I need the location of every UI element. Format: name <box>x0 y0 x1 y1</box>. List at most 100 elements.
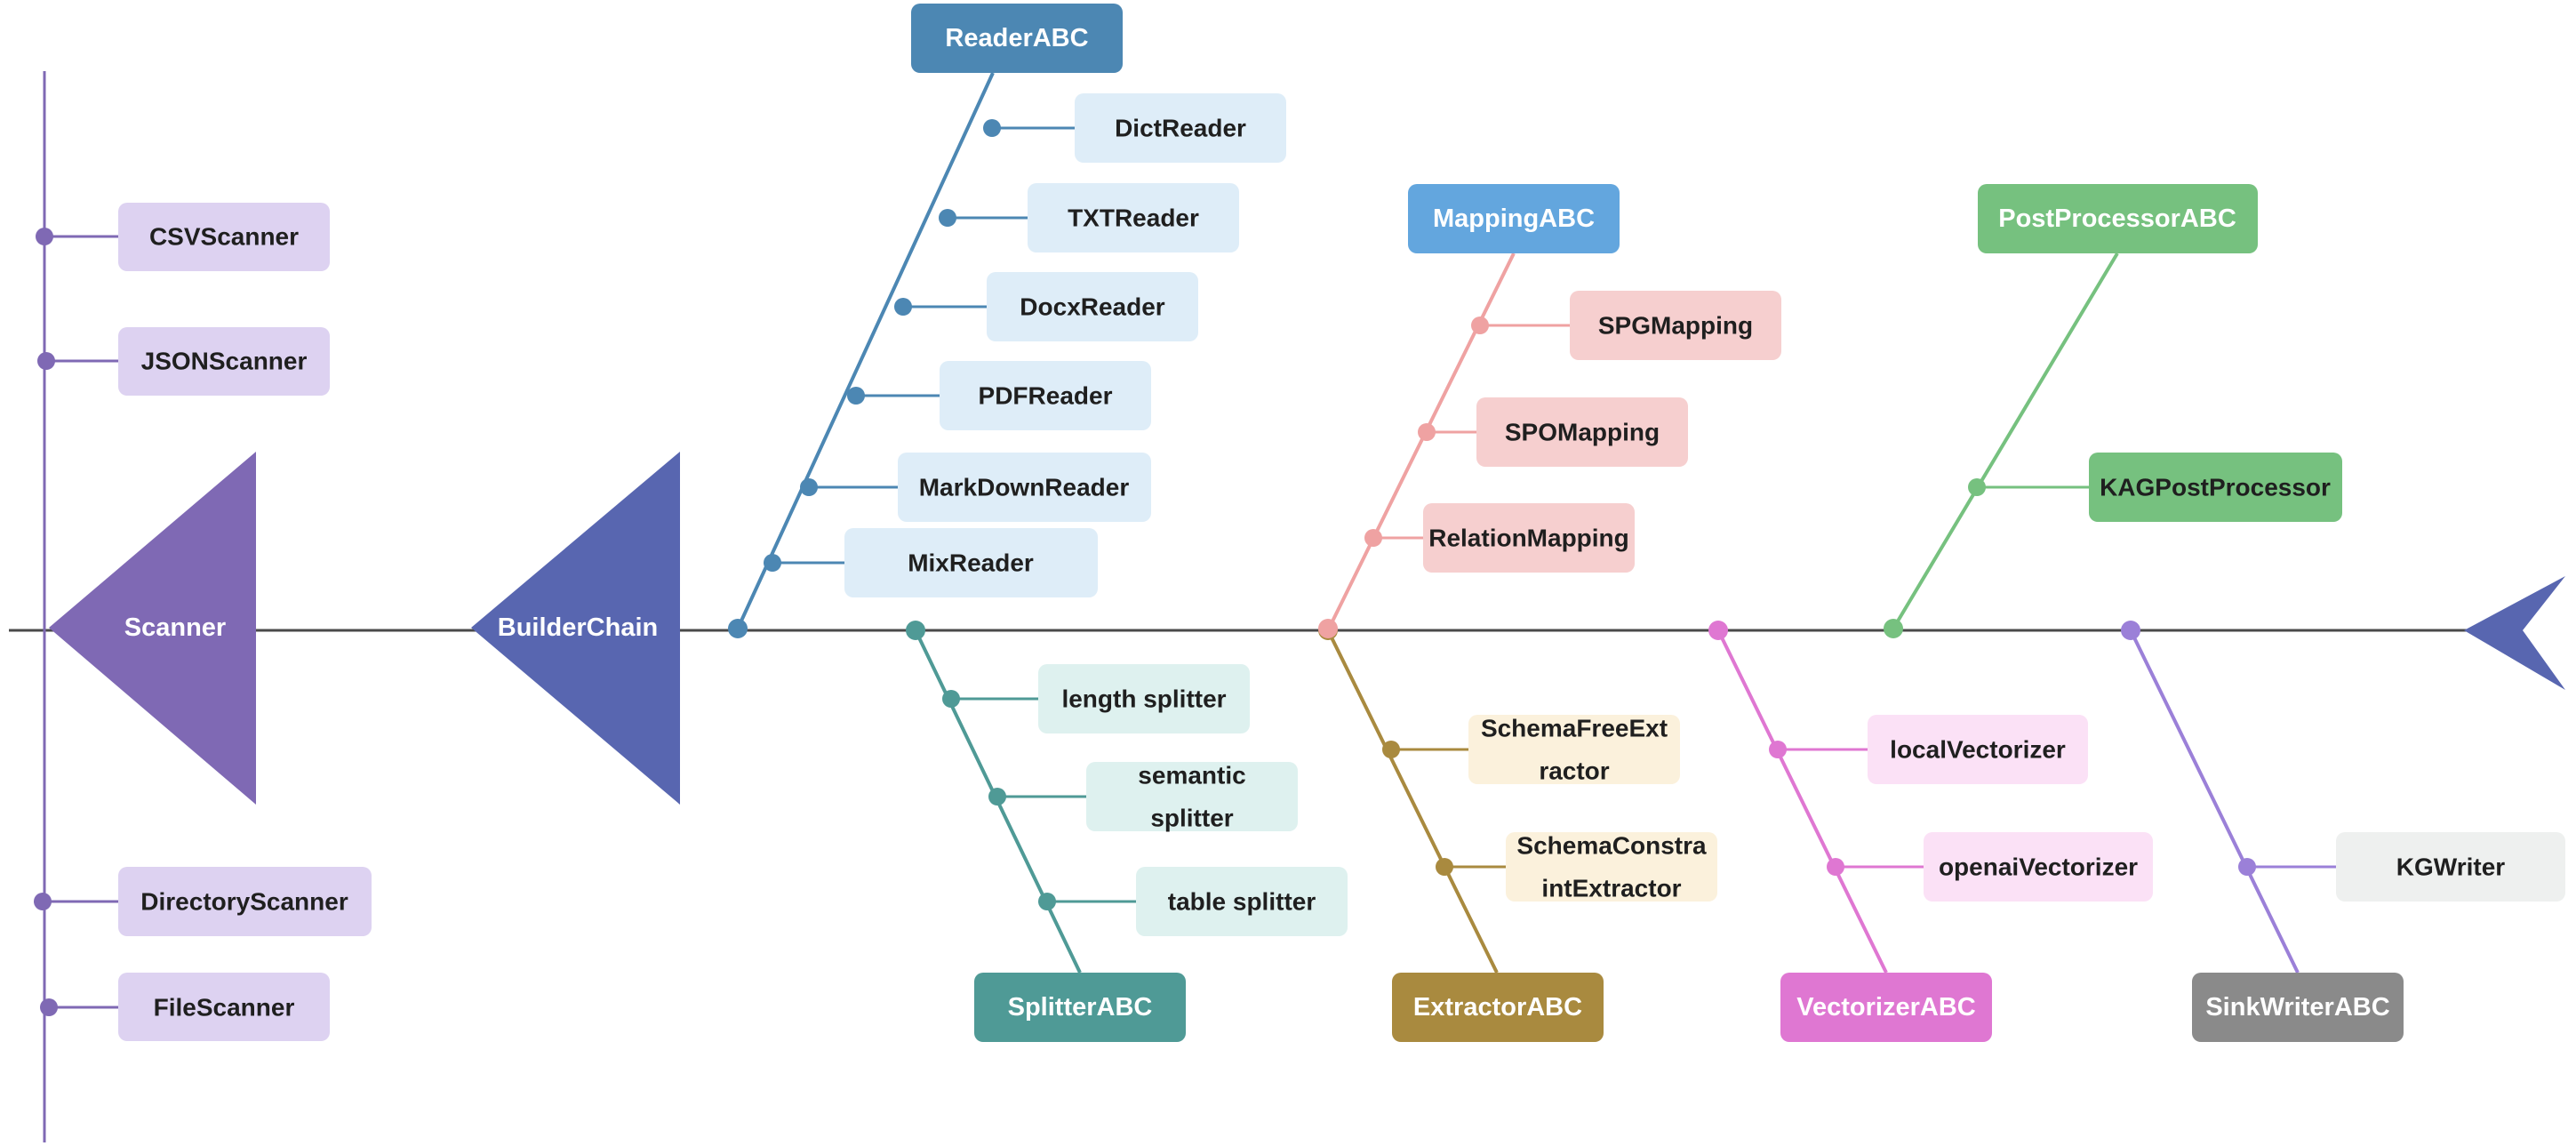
extractor-item-label: SchemaConstra <box>1516 832 1707 860</box>
post-processor-bone <box>1892 252 2119 630</box>
scanner-label: Scanner <box>124 613 226 642</box>
reader-item-label: DocxReader <box>1020 293 1165 321</box>
mapping-item-dot <box>1418 423 1436 441</box>
splitter-item[interactable]: length splitter <box>942 664 1250 733</box>
sink-writer-header[interactable]: SinkWriterABC <box>2192 973 2404 1042</box>
vectorizer-item[interactable]: localVectorizer <box>1769 715 2088 784</box>
reader-root-dot <box>728 619 748 638</box>
reader-item-dot <box>847 387 865 405</box>
extractor-item[interactable]: SchemaFreeExt ractor <box>1382 715 1680 785</box>
mapping-item[interactable]: SPGMapping <box>1471 291 1781 360</box>
mapping-header[interactable]: MappingABC <box>1408 184 1620 253</box>
reader-item-dot <box>894 298 912 316</box>
reader-item-label: MixReader <box>908 549 1034 577</box>
reader-item-label: PDFReader <box>979 382 1113 410</box>
mapping-item[interactable]: RelationMapping <box>1364 503 1635 573</box>
splitter-item-box <box>1086 762 1298 831</box>
sink-writer-header-label: SinkWriterABC <box>2205 993 2389 1022</box>
reader-item[interactable]: DictReader <box>983 93 1286 163</box>
splitter-header[interactable]: SplitterABC <box>974 973 1186 1042</box>
scanner-item[interactable]: CSVScanner <box>36 203 330 271</box>
sink-writer-item[interactable]: KGWriter <box>2238 832 2565 902</box>
reader-item-box <box>1028 183 1239 252</box>
mapping-header-box <box>1408 184 1620 253</box>
reader-header-label: ReaderABC <box>945 24 1088 52</box>
mapping-item-dot <box>1471 317 1489 334</box>
mapping-item[interactable]: SPOMapping <box>1418 397 1688 467</box>
extractor-header-label: ExtractorABC <box>1413 993 1582 1022</box>
mapping-item-dot <box>1364 529 1382 547</box>
builder-chain-label: BuilderChain <box>498 613 658 642</box>
splitter-item[interactable]: table splitter <box>1038 867 1348 936</box>
scanner-item[interactable]: FileScanner <box>40 973 330 1041</box>
scanner-item-label: DirectoryScanner <box>140 888 348 916</box>
splitter-header-label: SplitterABC <box>1008 993 1153 1022</box>
mapping-item-label: RelationMapping <box>1428 525 1629 552</box>
scanner-item[interactable]: JSONScanner <box>37 327 330 396</box>
post-processor-item[interactable]: KAGPostProcessor <box>1968 453 2342 522</box>
splitter-item-dot <box>1038 893 1056 910</box>
reader-item-dot <box>800 478 818 496</box>
reader-item-dot <box>983 119 1001 137</box>
sink-writer-item-label: KGWriter <box>2396 853 2505 881</box>
scanner-node[interactable] <box>49 452 256 805</box>
builder-chain-node[interactable] <box>471 452 680 805</box>
scanner-item-label: CSVScanner <box>149 223 299 251</box>
splitter-item-box <box>1136 867 1348 936</box>
splitter-item-label: table splitter <box>1168 888 1316 916</box>
scanner-item-dot <box>36 228 53 245</box>
reader-header-box <box>911 4 1123 73</box>
post-processor-root-dot <box>1884 619 1903 638</box>
extractor-item-dot <box>1436 858 1453 876</box>
splitter-item[interactable]: semantic splitter <box>988 762 1298 832</box>
extractor-header[interactable]: ExtractorABC <box>1392 973 1604 1042</box>
post-processor-header-label: PostProcessorABC <box>1998 204 2236 233</box>
reader-item[interactable]: DocxReader <box>894 272 1198 341</box>
post-processor-item-dot <box>1968 478 1986 496</box>
extractor-item[interactable]: SchemaConstra intExtractor <box>1436 832 1717 902</box>
splitter-root-dot <box>906 621 925 640</box>
scanner-item-box <box>118 867 372 936</box>
mapping-item-box <box>1423 503 1635 573</box>
reader-bone <box>736 72 995 629</box>
mapping-root-dot <box>1318 619 1338 638</box>
reader-item-box <box>940 361 1151 430</box>
extractor-item-box <box>1468 715 1680 784</box>
scanner-item-label: FileScanner <box>154 994 295 1022</box>
vectorizer-header[interactable]: VectorizerABC <box>1780 973 1992 1042</box>
reader-item[interactable]: TXTReader <box>939 183 1239 252</box>
reader-header[interactable]: ReaderABC <box>911 4 1123 73</box>
splitter-item-dot <box>988 788 1006 805</box>
post-processor-header[interactable]: PostProcessorABC <box>1978 184 2258 253</box>
mapping-item-box <box>1476 397 1688 467</box>
scanner-item-box <box>118 327 330 396</box>
fish-head <box>2464 576 2565 690</box>
vectorizer-item-label: localVectorizer <box>1890 736 2066 764</box>
vectorizer-root-dot <box>1708 621 1728 640</box>
extractor-header-box <box>1392 973 1604 1042</box>
sink-writer-root-dot <box>2121 621 2140 640</box>
reader-item-box <box>844 528 1098 597</box>
reader-item[interactable]: MarkDownReader <box>800 453 1151 522</box>
splitter-item-label: semantic <box>1138 762 1245 789</box>
vectorizer-item-box <box>1868 715 2088 784</box>
vectorizer-item-dot <box>1827 858 1844 876</box>
vectorizer-item[interactable]: openaiVectorizer <box>1827 832 2153 902</box>
reader-item-box <box>898 453 1151 522</box>
sink-writer-header-box <box>2192 973 2404 1042</box>
extractor-bone <box>1326 629 1499 974</box>
reader-item-box <box>987 272 1198 341</box>
scanner-item-label: JSONScanner <box>141 348 308 375</box>
scanner-item[interactable]: DirectoryScanner <box>34 867 372 936</box>
scanner-item-dot <box>37 352 55 370</box>
mapping-item-box <box>1570 291 1781 360</box>
mapping-item-label: SPGMapping <box>1598 312 1753 340</box>
reader-item[interactable]: PDFReader <box>847 361 1151 430</box>
reader-item[interactable]: MixReader <box>764 528 1098 597</box>
reader-item-label: TXTReader <box>1068 204 1199 232</box>
extractor-item-label-line2: intExtractor <box>1541 875 1681 902</box>
reader-item-label: MarkDownReader <box>919 474 1130 501</box>
vectorizer-item-dot <box>1769 741 1787 758</box>
reader-item-dot <box>939 209 956 227</box>
